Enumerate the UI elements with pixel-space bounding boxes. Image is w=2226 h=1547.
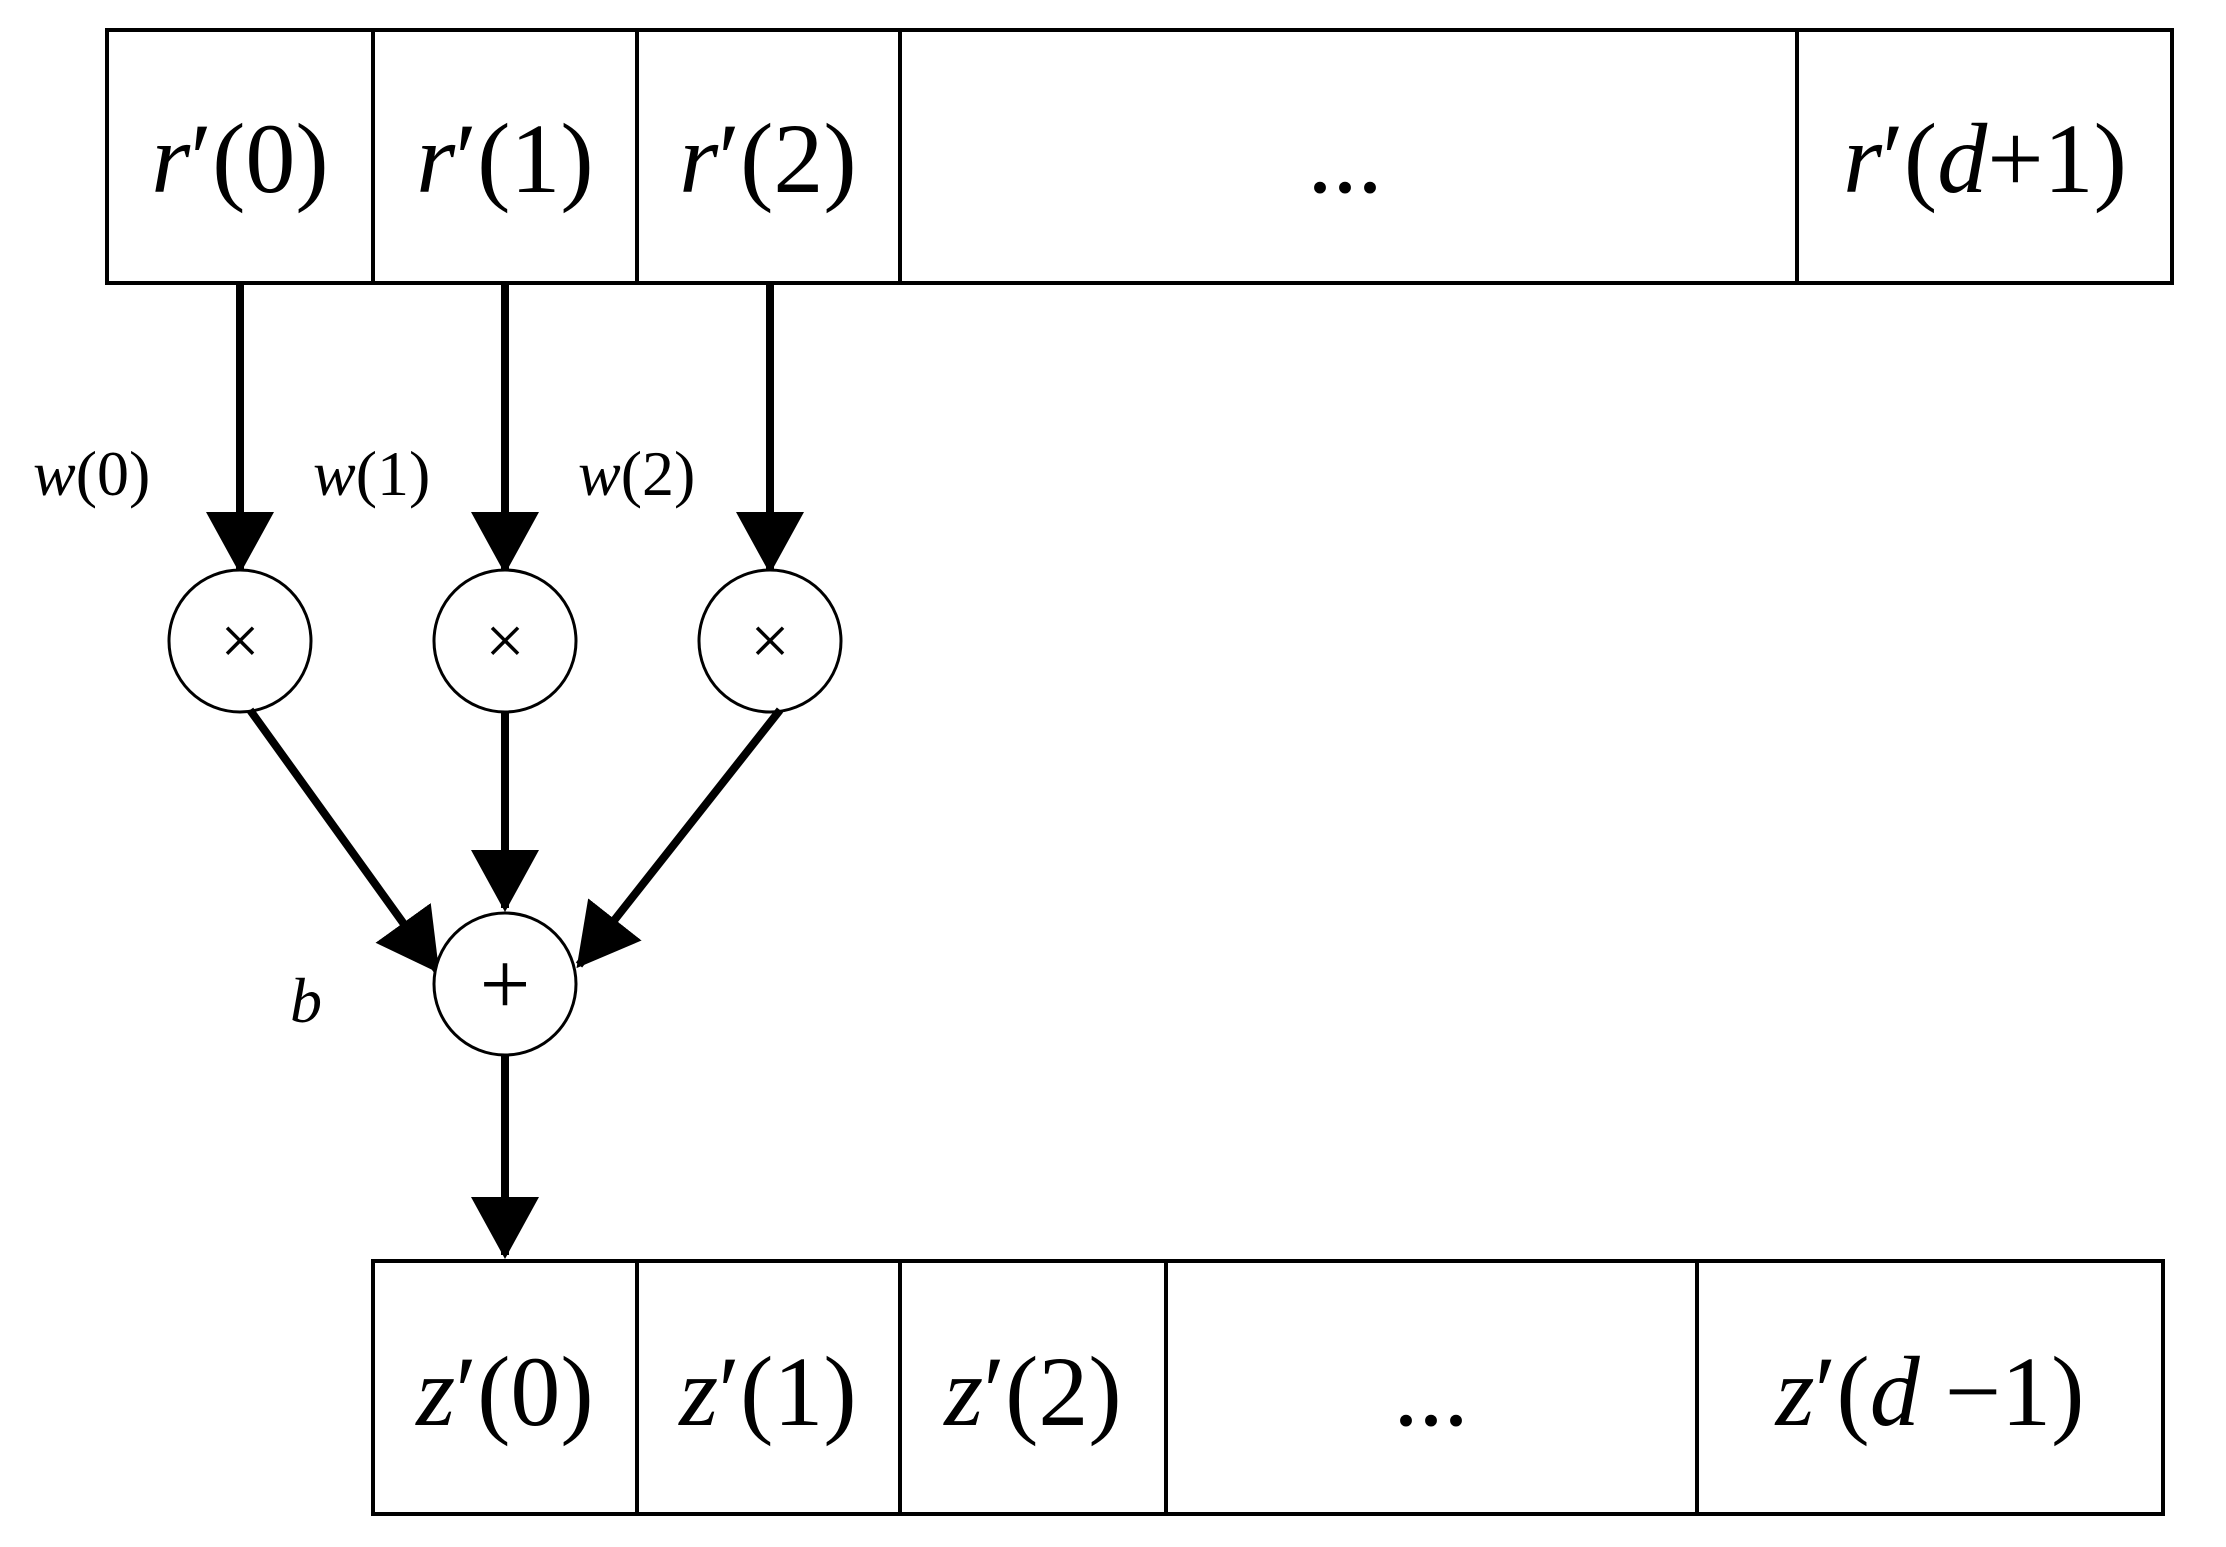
multiplier-nodes: × × × (167, 568, 843, 714)
output-cell-z1: z′(1) (677, 1336, 856, 1447)
output-array-frame (371, 1259, 2165, 1516)
weight-arrows (206, 283, 804, 574)
sum-arrows (246, 707, 784, 974)
input-cell-ellipsis: ... (1308, 103, 1383, 214)
output-cell-ellipsis: ... (1394, 1336, 1469, 1447)
input-array-frame (105, 28, 2174, 285)
multiply-icon: × (220, 603, 259, 680)
output-array: z′(0) z′(1) z′(2) ... z′(d −1) (371, 1259, 2165, 1516)
bias-label: b (290, 965, 322, 1036)
plus-icon: + (480, 935, 531, 1034)
output-cell-z-d-minus-1: z′(d −1) (1774, 1336, 2085, 1447)
adder: + b (290, 911, 578, 1057)
input-cell-r-d-plus-1: r′(d+1) (1843, 103, 2127, 214)
weight-label-w1: w(1) (313, 438, 430, 509)
weight-label-w2: w(2) (578, 438, 695, 509)
multiply-node-2 (697, 568, 843, 714)
output-cell-z0: z′(0) (414, 1336, 593, 1447)
weight-label-w0: w(0) (33, 438, 150, 509)
multiply-icon: × (750, 603, 789, 680)
arrow-mult0-to-adder (246, 707, 441, 974)
input-cell-r2: r′(2) (679, 103, 856, 214)
multiply-icon: × (485, 603, 524, 680)
input-cell-r0: r′(0) (151, 103, 328, 214)
input-cell-r1: r′(1) (416, 103, 593, 214)
arrow-mult2-to-adder (575, 707, 784, 969)
input-array: r′(0) r′(1) r′(2) ... r′(d+1) (105, 28, 2174, 285)
weight-labels: w(0) w(1) w(2) (33, 438, 695, 509)
output-cell-z2: z′(2) (942, 1336, 1121, 1447)
multiply-node-0 (167, 568, 313, 714)
